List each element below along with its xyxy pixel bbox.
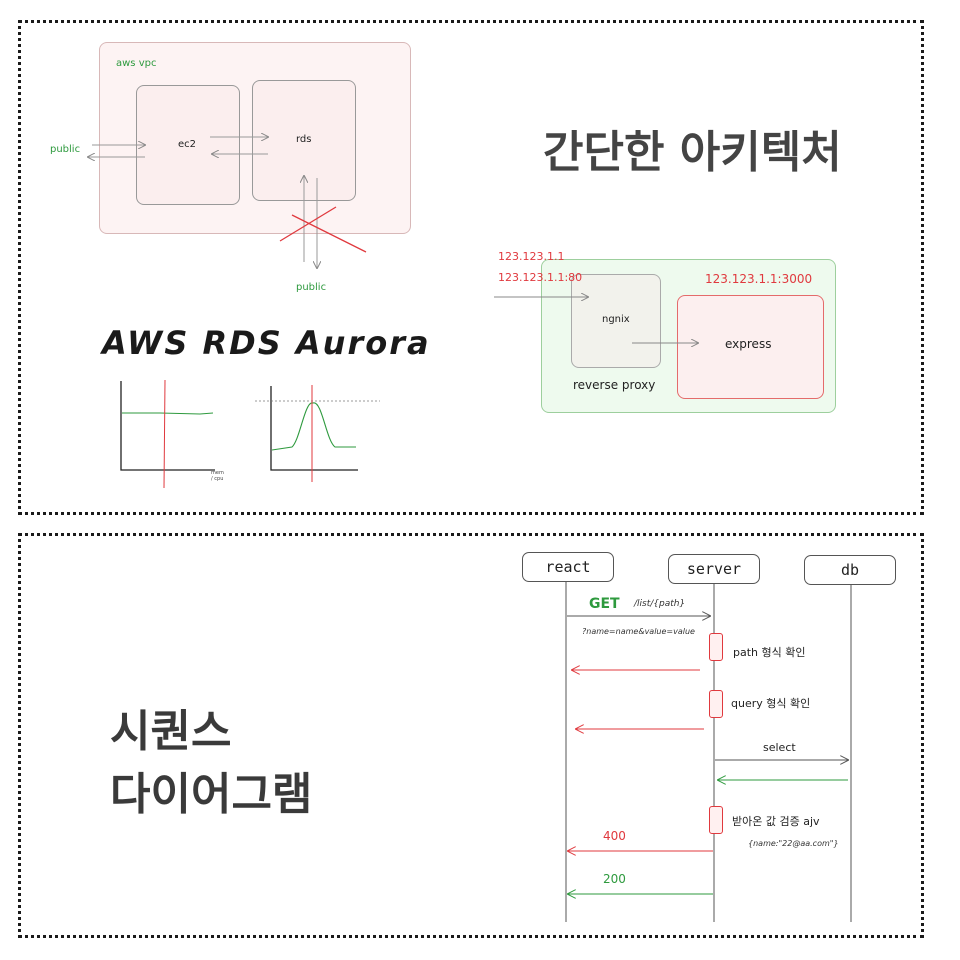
msg-path-check: path 형식 확인 bbox=[733, 646, 806, 659]
actor-react: react bbox=[522, 552, 614, 582]
nginx-box bbox=[571, 274, 661, 368]
rds-label: rds bbox=[296, 134, 312, 145]
graph1-red-line bbox=[163, 379, 166, 489]
activation-path bbox=[709, 633, 723, 661]
graph2-axes bbox=[270, 386, 358, 471]
architecture-panel bbox=[18, 20, 924, 515]
public-bottom-label: public bbox=[296, 282, 327, 293]
graph1-axes bbox=[120, 381, 215, 471]
red-cross-b bbox=[291, 214, 367, 253]
public-left-label: public bbox=[50, 144, 81, 155]
activation-query bbox=[709, 690, 723, 718]
actor-db: db bbox=[804, 555, 896, 585]
msg-validate-label: 받아온 값 검증 ajv bbox=[732, 815, 820, 828]
reverse-proxy-label: reverse proxy bbox=[573, 378, 656, 392]
ip-label-1: 123.123.1.1 bbox=[498, 250, 565, 263]
msg-query-check: query 형식 확인 bbox=[731, 697, 811, 710]
sequence-title-line2: 다이어그램 bbox=[110, 769, 313, 820]
activation-validate bbox=[709, 806, 723, 834]
msg-query-params: ?name=name&value=value bbox=[582, 627, 695, 636]
ip-label-3: 123.123.1.1:3000 bbox=[705, 272, 813, 286]
express-label: express bbox=[725, 337, 772, 351]
actor-server: server bbox=[668, 554, 760, 584]
msg-get-path: /list/{path} bbox=[634, 599, 686, 609]
msg-select-label: select bbox=[763, 741, 796, 754]
msg-400-label: 400 bbox=[603, 829, 626, 843]
msg-payload-label: {name:"22@aa.com"} bbox=[748, 839, 839, 848]
nginx-label: ngnix bbox=[602, 314, 630, 325]
msg-get-label: GET bbox=[589, 596, 620, 612]
graph2-curve bbox=[271, 402, 356, 451]
sequence-panel bbox=[18, 533, 924, 938]
sequence-title-line1: 시퀀스 bbox=[110, 706, 232, 757]
red-cross-a bbox=[279, 206, 337, 242]
graph-axis-note: mem / cpu bbox=[211, 470, 224, 482]
aurora-title: AWS RDS Aurora bbox=[102, 324, 431, 362]
msg-200-label: 200 bbox=[603, 872, 626, 886]
graph1-curve bbox=[122, 412, 214, 415]
aws-vpc-label: aws vpc bbox=[116, 58, 157, 69]
ip-label-2: 123.123.1.1:80 bbox=[498, 271, 583, 284]
architecture-title: 간단한 아키텍처 bbox=[543, 127, 842, 178]
ec2-label: ec2 bbox=[178, 139, 197, 150]
express-box bbox=[677, 295, 824, 399]
